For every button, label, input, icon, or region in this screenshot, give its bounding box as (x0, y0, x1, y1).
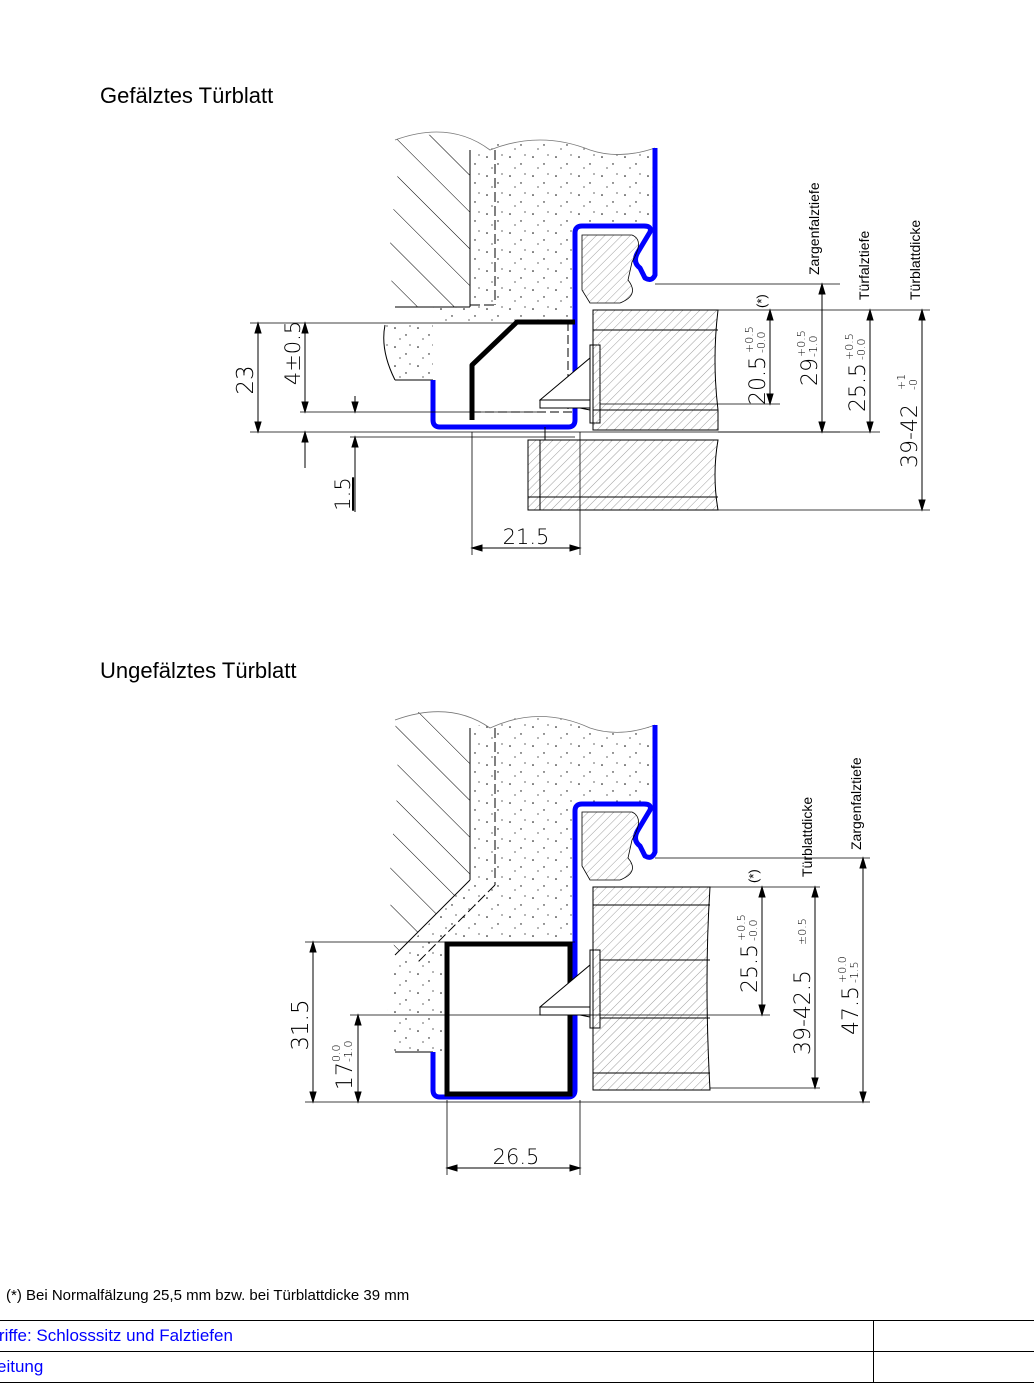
footer-cell (874, 1321, 1034, 1351)
footer-table: egriffe: Schlosssitz und Falztiefen inle… (0, 1320, 1034, 1383)
drawing-ungefaelzt: 31.5 17 0.0 -1.0 26.5 25.5 +0.5 -0.0 39-… (288, 711, 870, 1175)
svg-text:-0.0: -0.0 (747, 920, 760, 941)
dim-26-5: 26.5 (493, 1145, 540, 1169)
footnote-marker-2: (*) (746, 869, 761, 883)
dim-47-5: 47.5 +0.0 -1.5 (836, 956, 864, 1035)
dim-21-5: 21.5 (503, 525, 550, 549)
label-tuerblattdicke-2: Türblattdicke (799, 797, 815, 877)
svg-text:-1.0: -1.0 (342, 1041, 355, 1062)
svg-text:20.5: 20.5 (746, 356, 771, 405)
label-tuerfalztiefe: Türfalztiefe (856, 231, 872, 300)
svg-text:17: 17 (333, 1062, 358, 1090)
dim-39-42: 39-42 +1 -0 (895, 374, 923, 468)
footnote-marker: (*) (754, 294, 769, 308)
svg-text:-1.5: -1.5 (848, 962, 861, 983)
dim-31-5: 31.5 (288, 999, 314, 1050)
dim-20-5: 20.5 +0.5 -0.0 (743, 326, 771, 405)
footnote: (*) Bei Normalfälzung 25,5 mm bzw. bei T… (6, 1287, 410, 1304)
dim-23: 23 (233, 365, 259, 394)
footer-link-einleitung[interactable]: inleitung (0, 1352, 874, 1382)
svg-text:-0: -0 (907, 379, 920, 390)
dim-1-5: 1.5 (331, 477, 355, 510)
label-tuerblattdicke: Türblattdicke (907, 220, 923, 300)
dim-17: 17 0.0 -1.0 (330, 1041, 358, 1090)
dim-25-5-b: 25.5 +0.5 -0.0 (735, 914, 763, 993)
svg-text:-0.0: -0.0 (755, 332, 768, 353)
svg-text:+0.5: +0.5 (743, 326, 756, 353)
section-title-ungefaelzt: Ungefälztes Türblatt (100, 658, 297, 683)
footer-link-begriffe[interactable]: egriffe: Schlosssitz und Falztiefen (0, 1321, 874, 1351)
svg-text:+0.5: +0.5 (795, 330, 808, 357)
label-zargenfalztiefe: Zargenfalztiefe (806, 182, 822, 275)
dim-4: 4±0.5 (281, 321, 305, 385)
drawing-gefaelzt: 23 4±0.5 1.5 21.5 20.5 +0.5 -0.0 29 +0.5… (233, 131, 930, 555)
dim-39-42-5: 39-42.5 ±0.5 (791, 918, 816, 1055)
dim-25-5: 25.5 +0.5 -0.0 (843, 333, 871, 412)
svg-text:+1: +1 (895, 374, 908, 390)
svg-text:+0.5: +0.5 (843, 333, 856, 360)
svg-text:47.5: 47.5 (839, 986, 864, 1035)
footer-cell (874, 1352, 1034, 1382)
svg-text:+0.5: +0.5 (735, 914, 748, 941)
svg-text:25.5: 25.5 (738, 944, 763, 993)
svg-text:39-42.5: 39-42.5 (791, 970, 816, 1055)
svg-text:-0.0: -0.0 (855, 339, 868, 360)
svg-text:±0.5: ±0.5 (796, 918, 809, 945)
label-zargenfalztiefe-2: Zargenfalztiefe (848, 757, 864, 850)
section-title-gefaelzt: Gefälztes Türblatt (100, 83, 274, 108)
svg-text:25.5: 25.5 (846, 363, 871, 412)
footer-row: egriffe: Schlosssitz und Falztiefen (0, 1321, 1034, 1352)
svg-text:39-42: 39-42 (898, 404, 923, 468)
dim-29: 29 +0.5 -1.0 (795, 330, 823, 386)
svg-text:29: 29 (798, 358, 823, 386)
svg-text:0.0: 0.0 (330, 1045, 343, 1063)
svg-text:+0.0: +0.0 (836, 956, 849, 983)
footer-row: inleitung (0, 1352, 1034, 1383)
svg-text:-1.0: -1.0 (807, 336, 820, 357)
